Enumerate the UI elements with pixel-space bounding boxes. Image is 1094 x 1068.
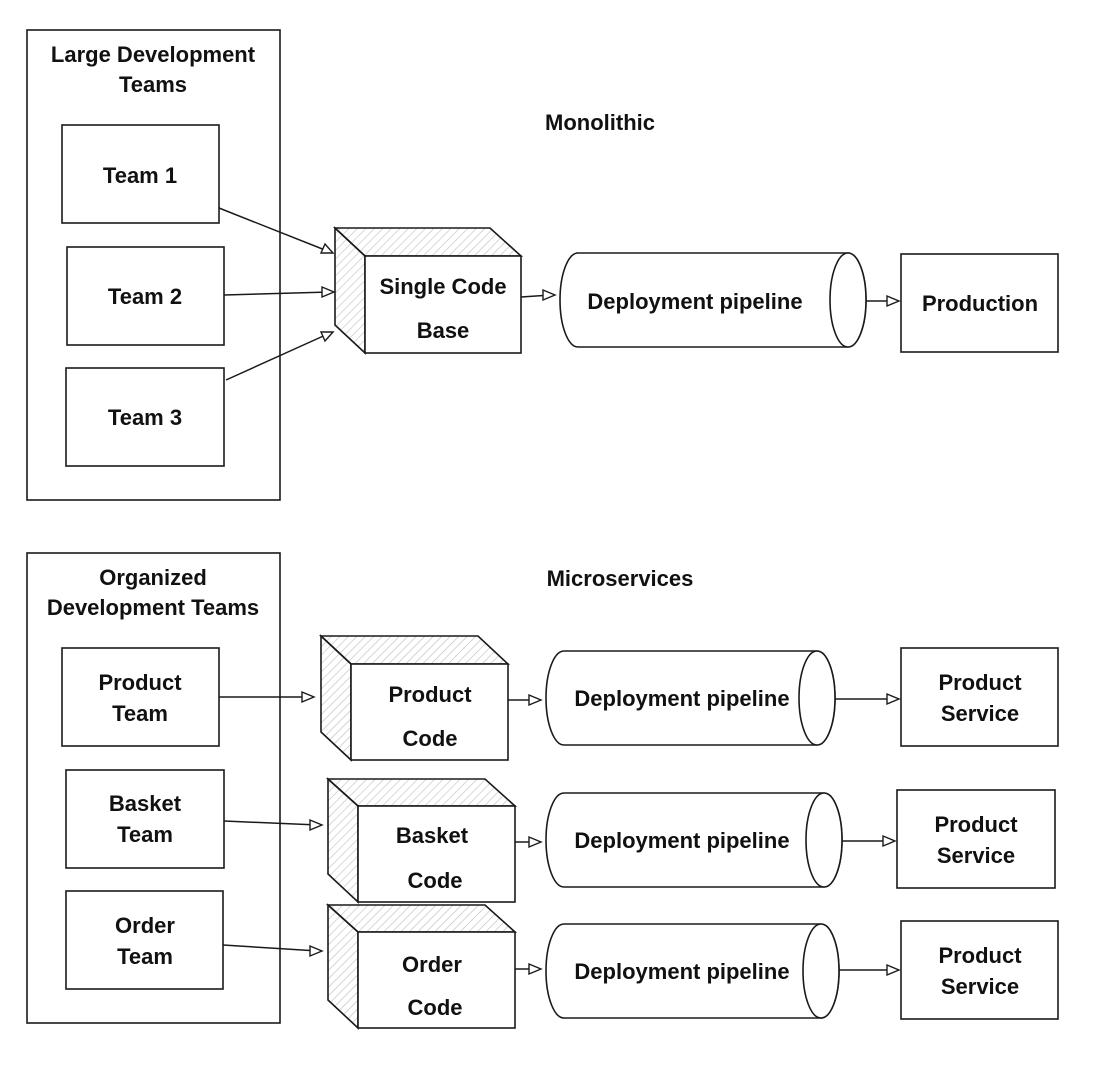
team-2-arrowhead — [321, 285, 336, 299]
organized-teams-title-line2: Development Teams — [47, 595, 259, 620]
product-team-arrowhead — [301, 690, 316, 704]
team-3-arrowhead — [319, 331, 335, 343]
order-team-label-line1: Order — [115, 913, 175, 938]
product-team-label-line1: Product — [98, 670, 182, 695]
basket-code-cube — [325, 777, 518, 904]
product-pipeline-cylinder — [545, 650, 836, 746]
organized-teams-title-line1: Organized — [99, 565, 207, 590]
product-code-arrowhead — [528, 693, 543, 707]
basket-team-arrowhead — [309, 818, 324, 832]
order-code-label-line2: Code — [408, 995, 463, 1020]
order-team-box — [65, 890, 224, 990]
basket-code-label-line1: Basket — [396, 823, 469, 848]
order-service-label-line1: Product — [938, 943, 1022, 968]
basket-pipeline-label: Deployment pipeline — [574, 828, 789, 853]
product-team-label-line2: Team — [112, 701, 168, 726]
product-row: Product Team Product Code Deployment pip… — [61, 634, 1059, 762]
product-pipeline-label: Deployment pipeline — [574, 686, 789, 711]
basket-pipeline-arrowhead — [882, 834, 897, 848]
monolithic-pipeline-label: Deployment pipeline — [587, 289, 802, 314]
order-pipeline-arrowhead — [886, 963, 901, 977]
product-code-label-line1: Product — [388, 682, 472, 707]
order-code-cube — [325, 903, 518, 1030]
codebase-to-pipeline-arrowhead — [542, 288, 557, 302]
product-pipeline-arrowhead — [886, 692, 901, 706]
basket-service-label-line2: Service — [937, 843, 1015, 868]
codebase-label-line1: Single Code — [379, 274, 506, 299]
production-label: Production — [922, 291, 1038, 316]
basket-code-arrowhead — [528, 835, 543, 849]
product-team-box — [61, 647, 220, 747]
order-service-box — [900, 920, 1059, 1020]
basket-service-label-line1: Product — [934, 812, 1018, 837]
monolithic-pipeline-cylinder — [559, 252, 867, 348]
order-service-label-line2: Service — [941, 974, 1019, 999]
team-1-box — [61, 124, 220, 224]
order-team-label-line2: Team — [117, 944, 173, 969]
order-code-label-line1: Order — [402, 952, 462, 977]
product-service-box — [900, 647, 1059, 747]
single-codebase-cube — [332, 226, 524, 355]
monolithic-title: Monolithic — [545, 110, 655, 135]
basket-team-label-line1: Basket — [109, 791, 182, 816]
basket-team-box — [65, 769, 225, 869]
order-code-arrowhead — [528, 962, 543, 976]
team-2-arrow — [223, 291, 331, 296]
basket-team-arrow — [223, 820, 319, 826]
product-service-label-line1: Product — [938, 670, 1022, 695]
microservices-section: Microservices Organized Development Team… — [26, 552, 1059, 1030]
large-teams-title-line2: Teams — [119, 72, 187, 97]
pipeline-to-production-arrowhead — [886, 294, 901, 308]
order-pipeline-label: Deployment pipeline — [574, 959, 789, 984]
production-box — [900, 253, 1059, 353]
order-team-arrow — [222, 944, 319, 952]
team-1-arrowhead — [319, 242, 335, 254]
microservices-title: Microservices — [547, 566, 694, 591]
order-team-arrowhead — [309, 944, 324, 958]
basket-row: Basket Team Basket Code Deployment pipel… — [65, 769, 1056, 904]
monolithic-section: Monolithic Large Development Teams Team … — [26, 29, 1059, 501]
basket-team-label-line2: Team — [117, 822, 173, 847]
team-1-label: Team 1 — [103, 163, 177, 188]
basket-code-label-line2: Code — [408, 868, 463, 893]
large-teams-title-line1: Large Development — [51, 42, 256, 67]
team-3-arrow — [225, 332, 331, 381]
team-3-box — [65, 367, 225, 467]
codebase-label-line2: Base — [417, 318, 470, 343]
team-2-box — [66, 246, 225, 346]
team-2-label: Team 2 — [108, 284, 182, 309]
basket-service-box — [896, 789, 1056, 889]
product-service-label-line2: Service — [941, 701, 1019, 726]
team-3-label: Team 3 — [108, 405, 182, 430]
product-code-label-line2: Code — [403, 726, 458, 751]
team-1-arrow — [218, 207, 331, 253]
product-code-cube — [318, 634, 511, 762]
order-pipeline-cylinder — [545, 923, 840, 1019]
order-row: Order Team Order Code Deployment pipelin… — [65, 890, 1059, 1030]
basket-pipeline-cylinder — [545, 792, 843, 888]
